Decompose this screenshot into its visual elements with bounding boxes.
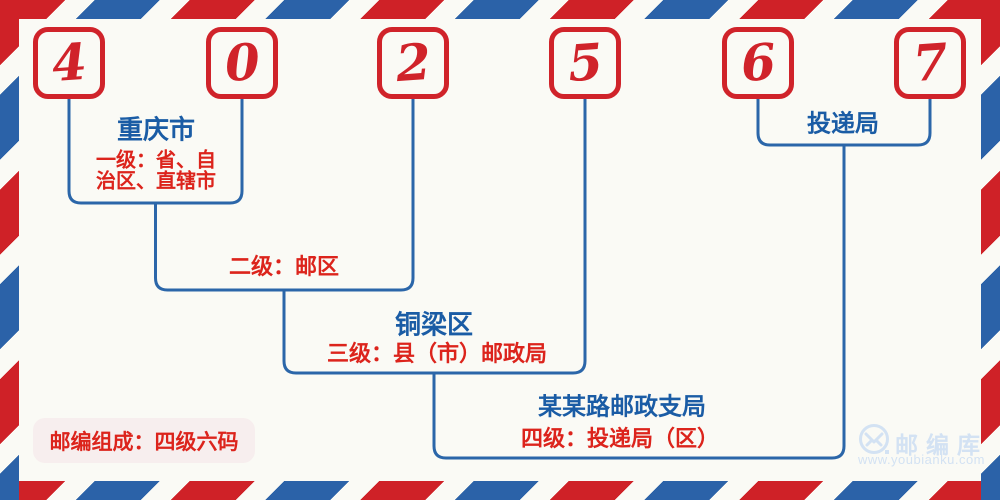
airmail-stripe-border-top [0, 0, 1000, 19]
postal-digit: 7 [910, 31, 950, 94]
watermark-url: www.youbianku.com [858, 452, 985, 467]
postal-digit-box-1: 4 [33, 27, 105, 99]
envelope-circle-icon [859, 424, 889, 454]
postal-digit-box-6: 7 [894, 27, 966, 99]
airmail-stripe-border-right [981, 0, 1000, 500]
level3-region-name: 铜梁区 [394, 309, 474, 340]
postal-digit: 5 [565, 31, 605, 94]
level4-office-name: 某某路邮政支局 [538, 393, 706, 421]
composition-note-text: 邮编组成：四级六码 [49, 430, 239, 454]
level1-description-line2: 治区、直辖市 [96, 170, 216, 193]
level1-region-name: 重庆市 [116, 114, 196, 145]
postal-digit-box-2: 0 [206, 27, 278, 99]
airmail-stripe-border-bottom [0, 481, 1000, 500]
composition-note-badge: 邮编组成：四级六码 [33, 418, 255, 463]
delivery-bureau-label: 投递局 [807, 110, 879, 138]
postal-digit-box-3: 2 [377, 27, 449, 99]
level2-description: 二级：邮区 [228, 254, 340, 279]
airmail-stripe-border-left [0, 0, 19, 500]
level1-description-line1: 一级：省、自 [96, 149, 216, 172]
bracket-level-4 [432, 143, 846, 460]
postal-digit-box-5: 6 [722, 27, 794, 99]
postal-digit: 0 [222, 31, 262, 94]
postal-digit: 4 [49, 31, 89, 94]
level3-description: 三级：县（市）邮政局 [326, 341, 548, 366]
level4-description: 四级：投递局（区） [520, 426, 720, 451]
postal-digit: 6 [738, 31, 778, 94]
postal-digit: 2 [393, 31, 433, 94]
postal-digit-box-4: 5 [549, 27, 621, 99]
watermark-brand: 邮编库 [895, 432, 988, 458]
